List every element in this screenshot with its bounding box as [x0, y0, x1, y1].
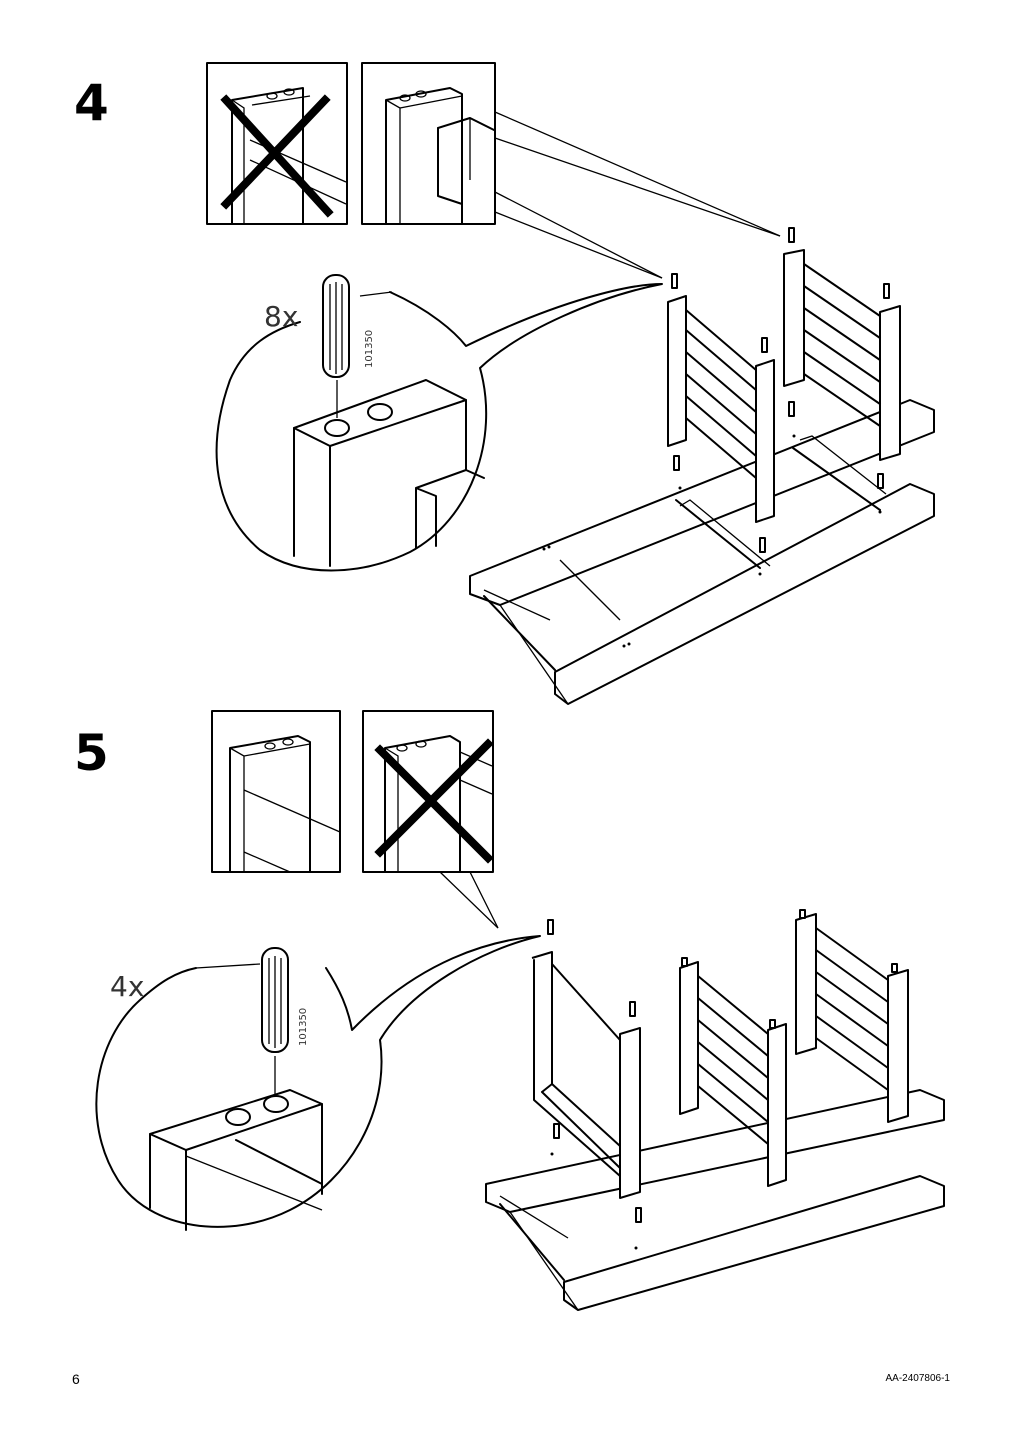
- step-4-part-number: 101350: [364, 330, 375, 368]
- step-5-correct-detail: [211, 710, 341, 873]
- document-code: AA-2407806-1: [885, 1373, 951, 1384]
- step-5-dowel-callout: 4x 101350: [95, 935, 541, 1231]
- step-5-part-number: 101350: [298, 1008, 309, 1046]
- step-4-wrong-detail: [206, 62, 348, 225]
- step-4-frame-assembly: [469, 227, 935, 705]
- step-5-quantity: 4x: [110, 970, 144, 1003]
- step-4-number: 4: [74, 74, 109, 132]
- dowel-icon: [261, 947, 289, 1053]
- step-4-quantity: 8x: [264, 300, 298, 333]
- step-4-dowel-callout: 8x 101350: [215, 274, 663, 572]
- step-5-number: 5: [74, 724, 109, 782]
- step-4-correct-detail: [361, 62, 496, 225]
- page-number: 6: [72, 1371, 80, 1387]
- dowel-icon: [322, 274, 350, 378]
- step-5-wrong-detail: [362, 710, 494, 873]
- step-5-frame-assembly: [485, 909, 945, 1311]
